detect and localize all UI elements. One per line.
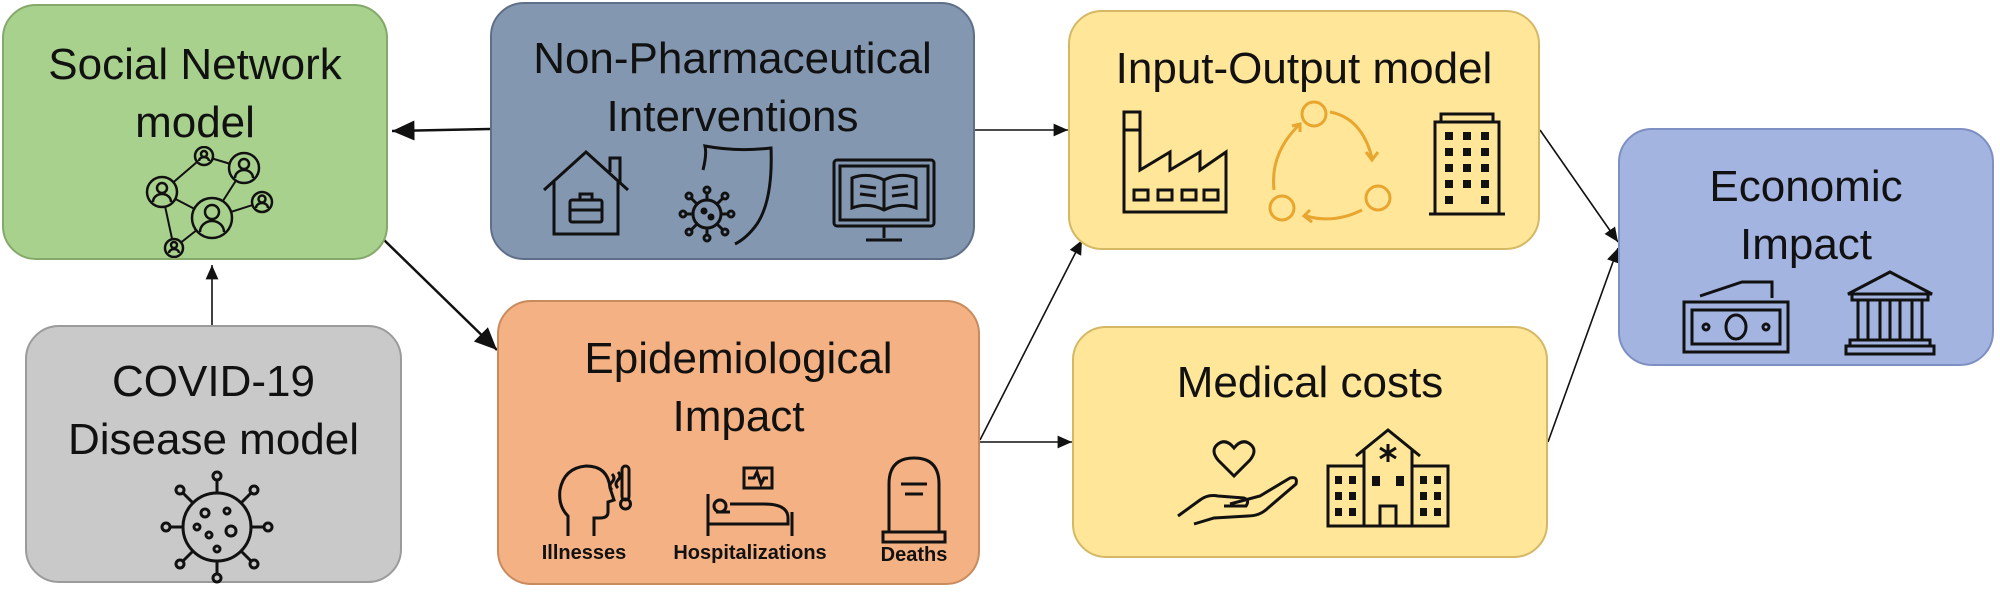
social-network-title-line1: Social Network — [48, 40, 342, 89]
epi-title-line1: Epidemiological — [584, 334, 893, 383]
bank-icon — [1844, 270, 1936, 356]
medical-costs-title: Medical costs — [1176, 358, 1444, 407]
social-network-model-box: Social Network model — [2, 4, 388, 260]
npi-title-line1: Non-Pharmaceutical — [533, 34, 932, 83]
epi-title-line2: Impact — [672, 392, 805, 441]
caption-hospitalizations: Hospitalizations — [673, 542, 827, 564]
factory-icon — [1122, 110, 1228, 214]
virus-shield-icon — [678, 144, 773, 246]
money-icon — [1682, 280, 1790, 354]
social-network-title-line2: model — [135, 98, 255, 147]
epidemiological-impact-box: Epidemiological Impact Illnesses Hospita… — [497, 300, 980, 585]
arrow-io-to-economic — [1539, 129, 1619, 243]
covid-title-line2: Disease model — [67, 415, 360, 464]
home-office-icon — [542, 149, 630, 236]
arrow-epi-to-io — [979, 239, 1083, 441]
io-title: Input-Output model — [1115, 44, 1493, 93]
online-learning-icon — [832, 158, 936, 242]
economic-impact-box: Economic Impact — [1618, 128, 1994, 366]
hospital-bed-icon — [706, 466, 794, 536]
office-building-icon — [1429, 112, 1505, 216]
covid-disease-model-box: COVID-19 Disease model — [25, 325, 402, 584]
hospital-icon — [1326, 428, 1450, 528]
virus-icon — [160, 470, 274, 584]
arrow-npi-to-social — [391, 120, 491, 141]
arrow-social-to-epi — [381, 237, 498, 351]
economic-title-line1: Economic — [1709, 162, 1903, 211]
cycle-icon — [1268, 100, 1392, 224]
caring-hand-icon — [1177, 440, 1298, 526]
npi-title-line2: Interventions — [606, 92, 859, 141]
caption-illnesses: Illnesses — [541, 542, 627, 564]
economic-title-line2: Impact — [1739, 220, 1873, 269]
input-output-model-box: Input-Output model — [1068, 10, 1540, 250]
caption-deaths: Deaths — [880, 544, 948, 566]
covid-title-line1: COVID-19 — [112, 357, 315, 406]
medical-costs-box: Medical costs — [1072, 326, 1548, 558]
tombstone-icon — [881, 456, 947, 544]
npi-box: Non-Pharmaceutical Interventions — [490, 2, 975, 260]
arrow-medical-to-economic — [1547, 247, 1620, 443]
sick-person-icon — [558, 464, 632, 536]
social-network-icon — [145, 146, 274, 258]
